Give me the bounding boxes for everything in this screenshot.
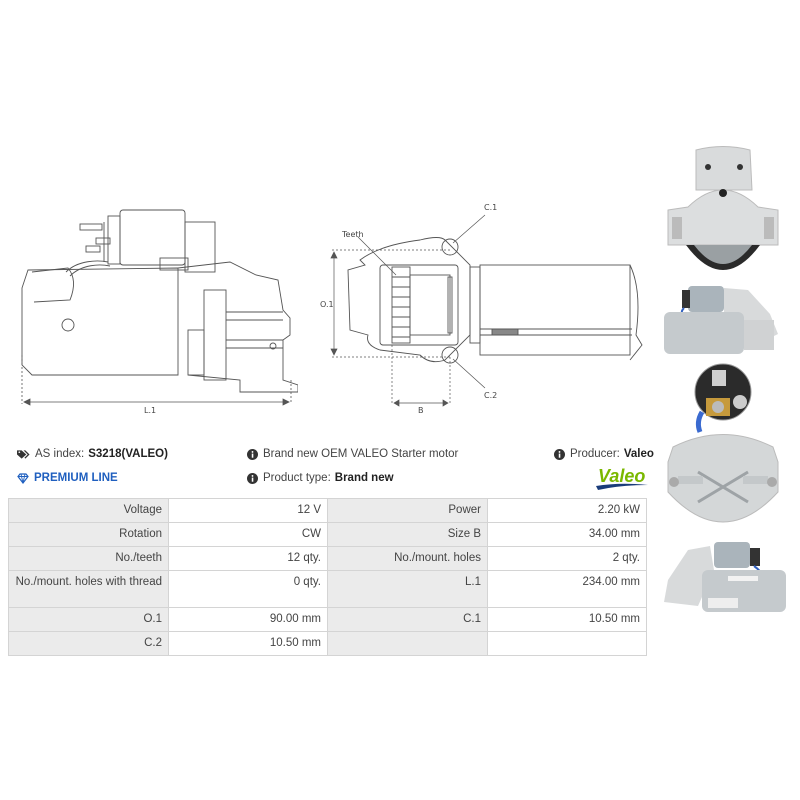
spec-label: No./mount. holes (327, 546, 488, 571)
dim-label-l1: L.1 (144, 406, 156, 415)
side-view-drawing: L.1 (21, 209, 298, 415)
dim-label-c2: C.2 (484, 391, 497, 400)
spec-label: C.2 (8, 631, 169, 656)
photo-side-view-solenoid-top[interactable] (658, 284, 788, 356)
spec-label: Voltage (8, 498, 169, 523)
table-row: C.2 10.50 mm (8, 631, 647, 656)
spec-value: 90.00 mm (168, 607, 328, 632)
info-icon (247, 472, 258, 484)
as-index-label: AS index: (35, 448, 85, 460)
as-index-value[interactable]: S3218(VALEO) (88, 448, 168, 460)
table-row: O.1 90.00 mm C.1 10.50 mm (8, 607, 647, 632)
table-row: No./mount. holes with thread 0 qty. L.1 … (8, 570, 647, 608)
spec-value: 10.50 mm (168, 631, 328, 656)
spec-label: Power (327, 498, 488, 523)
product-description: Brand new OEM VALEO Starter motor (247, 448, 458, 460)
premium-line-text: PREMIUM LINE (34, 472, 118, 484)
spec-label: Size B (327, 522, 488, 547)
producer-label: Producer: (570, 448, 620, 460)
diamond-icon (17, 472, 29, 484)
spec-value: 12 V (168, 498, 328, 523)
spec-label (327, 631, 488, 656)
producer-value: Valeo (623, 448, 654, 460)
photo-side-view-opposite[interactable] (658, 540, 788, 615)
spec-label: No./teeth (8, 546, 169, 571)
spec-value: 0 qty. (168, 570, 328, 608)
table-row: No./teeth 12 qty. No./mount. holes 2 qty… (8, 546, 647, 571)
spec-label: Rotation (8, 522, 169, 547)
spec-value: 234.00 mm (487, 570, 647, 608)
product-type-value: Brand new (334, 472, 394, 484)
producer: Producer: Valeo (554, 448, 654, 460)
as-index: AS index: S3218(VALEO) (17, 448, 168, 460)
spec-value (487, 631, 647, 656)
valeo-logo-text: Valeo (598, 466, 645, 486)
valeo-logo: Valeo (596, 466, 648, 490)
spec-value: CW (168, 522, 328, 547)
product-type-label: Product type: (263, 472, 331, 484)
spec-value: 2 qty. (487, 546, 647, 571)
table-row: Rotation CW Size B 34.00 mm (8, 522, 647, 547)
photo-front-flange-view[interactable] (658, 362, 788, 532)
spec-label: O.1 (8, 607, 169, 632)
spec-label: L.1 (327, 570, 488, 608)
spec-value: 2.20 kW (487, 498, 647, 523)
spec-label: C.1 (327, 607, 488, 632)
tags-icon (17, 449, 30, 459)
dim-label-o1: O.1 (320, 300, 334, 309)
spec-label: No./mount. holes with thread (8, 570, 169, 608)
dim-label-teeth: Teeth (341, 230, 364, 239)
info-icon (554, 448, 565, 460)
dim-label-b: B (418, 406, 424, 415)
premium-line-badge: PREMIUM LINE (17, 472, 118, 484)
product-type: Product type: Brand new (247, 472, 394, 484)
spec-value: 34.00 mm (487, 522, 647, 547)
photo-rear-end-view[interactable] (658, 145, 788, 280)
spec-value: 12 qty. (168, 546, 328, 571)
specifications-table: Voltage 12 V Power 2.20 kW Rotation CW S… (8, 498, 647, 656)
description-text: Brand new OEM VALEO Starter motor (263, 448, 459, 460)
dim-label-c1: C.1 (484, 203, 497, 212)
table-row: Voltage 12 V Power 2.20 kW (8, 498, 647, 523)
spec-value: 10.50 mm (487, 607, 647, 632)
info-icon (247, 448, 258, 460)
front-view-drawing: Teeth O.1 C.1 C.2 B (320, 203, 643, 415)
